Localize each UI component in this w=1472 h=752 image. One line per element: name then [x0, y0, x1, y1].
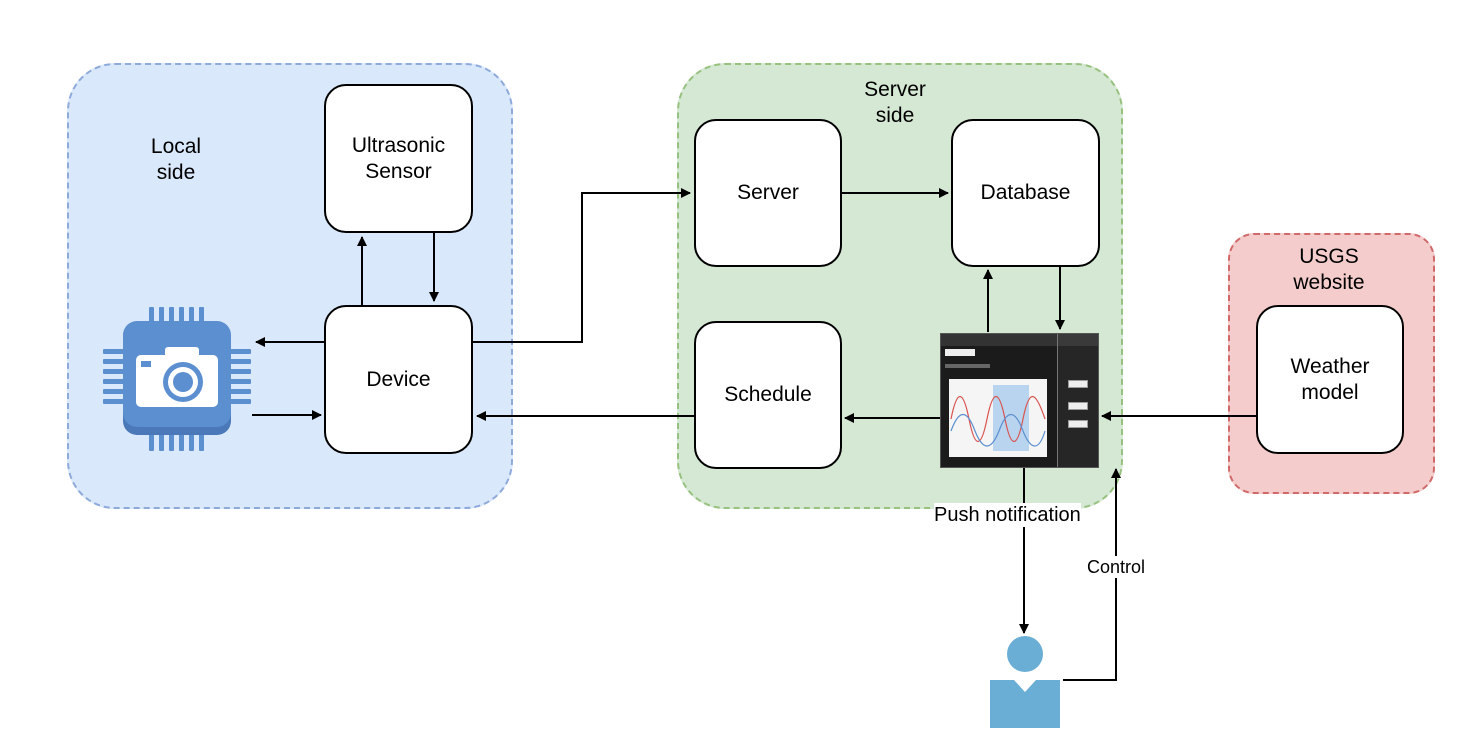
schedule-node: Schedule — [694, 321, 842, 469]
edge-device-to-server — [473, 188, 691, 343]
device-node: Device — [324, 305, 473, 454]
push-notification-label: Push notification — [934, 503, 1081, 527]
camera-chip-icon — [103, 307, 251, 451]
usgs-website-label: USGS website — [1293, 245, 1365, 294]
server-node: Server — [694, 119, 842, 267]
dashboard-control-title — [1058, 334, 1098, 346]
dashboard-screenshot — [940, 333, 1099, 468]
local-side-label: Local side — [150, 135, 202, 184]
database-node: Database — [951, 119, 1100, 267]
weather-model-node: Weather model — [1256, 305, 1404, 454]
ultrasonic-sensor-node: Ultrasonic Sensor — [324, 84, 473, 233]
dashboard-plot — [949, 379, 1047, 457]
edge-control — [1063, 468, 1121, 681]
dashboard-caption — [945, 364, 990, 368]
dashboard-button-3 — [1068, 420, 1088, 428]
dashboard-plot-lines — [950, 385, 1046, 451]
dashboard-control-panel — [1057, 334, 1098, 467]
server-side-label: Server side — [864, 78, 926, 127]
dashboard-input — [945, 349, 975, 356]
dashboard-button-1 — [1068, 380, 1088, 388]
control-label: Control — [1087, 556, 1146, 578]
user-icon — [990, 636, 1060, 728]
dashboard-button-2 — [1068, 402, 1088, 410]
